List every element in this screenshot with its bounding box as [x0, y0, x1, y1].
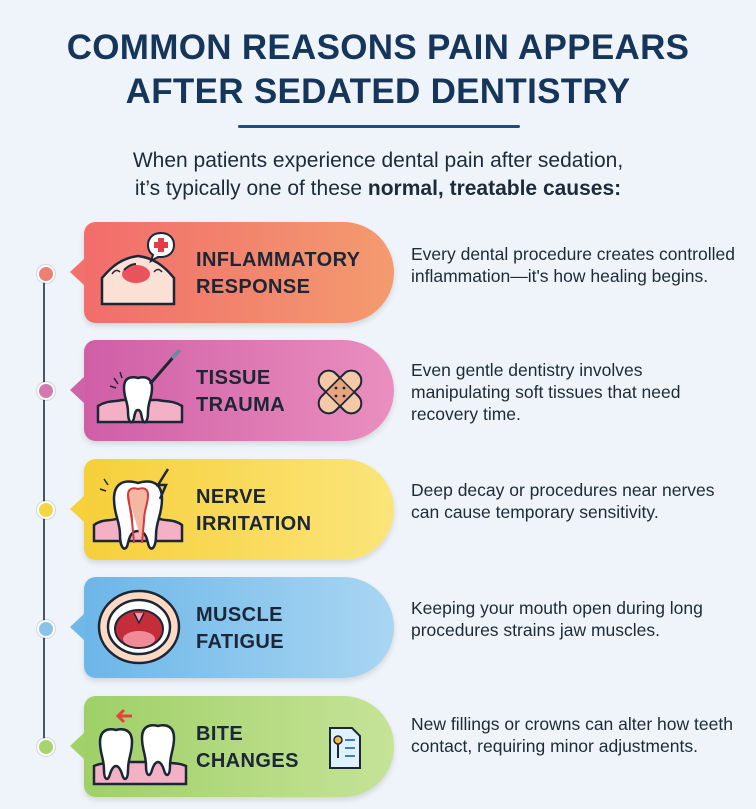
cause-card-tissue: TISSUE TRAUMA: [70, 340, 394, 441]
cause-label-line-2: IRRITATION: [196, 513, 312, 535]
intro-line-2-prefix: it’s typically one of these: [134, 177, 368, 200]
cause-label: INFLAMMATORY RESPONSE: [196, 247, 360, 301]
teeth-bite-arrow-icon: [92, 708, 188, 786]
intro-text: When patients experience dental pain aft…: [0, 147, 756, 203]
intro-line-2: it’s typically one of these normal, trea…: [0, 175, 756, 203]
card-pointer: [70, 732, 85, 760]
page-title: COMMON REASONS PAIN APPEARS AFTER SEDATE…: [0, 26, 756, 114]
tooth-with-probe-icon: [96, 348, 184, 424]
cause-description-inflammatory: Every dental procedure creates controlle…: [411, 244, 735, 286]
title-line-2: AFTER SEDATED DENTISTRY: [125, 72, 631, 111]
intro-line-1: When patients experience dental pain aft…: [132, 149, 624, 172]
intro-line-2-bold: normal, treatable causes:: [367, 177, 622, 200]
timeline-dot-tissue: [37, 382, 55, 400]
timeline-dot-inflammatory: [37, 265, 55, 283]
cause-label-line-1: INFLAMMATORY: [196, 249, 361, 271]
cause-description-nerve: Deep decay or procedures near nerves can…: [411, 480, 715, 522]
open-mouth-icon: [97, 589, 181, 665]
cause-card-nerve: NERVE IRRITATION: [70, 459, 394, 560]
cause-label-line-2: RESPONSE: [196, 276, 311, 298]
card-pointer: [70, 613, 85, 641]
cause-description-bite: New fillings or crowns can alter how tee…: [411, 714, 733, 756]
timeline-dot-nerve: [37, 501, 55, 519]
document-checklist-icon: [329, 727, 361, 769]
bandage-icon: [317, 369, 363, 415]
cause-card-inflammatory: INFLAMMATORY RESPONSE: [70, 222, 394, 323]
cause-label-line-2: FATIGUE: [196, 631, 284, 653]
cause-label: MUSCLE FATIGUE: [196, 602, 284, 656]
card-pointer: [70, 495, 85, 523]
cause-card-bite: BITE CHANGES: [70, 696, 394, 797]
title-line-1: COMMON REASONS PAIN APPEARS: [66, 28, 690, 67]
cause-label-line-2: CHANGES: [196, 750, 299, 772]
medical-cross-badge-icon: [146, 231, 176, 264]
card-pointer: [70, 258, 85, 286]
cause-label-line-2: TRAUMA: [196, 394, 286, 416]
timeline-dot-bite: [37, 738, 55, 756]
tooth-nerve-lightning-icon: [92, 468, 184, 550]
cause-label-line-1: BITE: [196, 723, 244, 745]
cause-label-line-1: TISSUE: [196, 367, 271, 389]
cause-label: TISSUE TRAUMA: [196, 365, 285, 419]
inflamed-gum-icon: [100, 254, 176, 306]
cause-label: BITE CHANGES: [196, 721, 299, 775]
title-divider: [238, 125, 520, 128]
cause-card-muscle: MUSCLE FATIGUE: [70, 577, 394, 678]
cause-label-line-1: MUSCLE: [196, 604, 283, 626]
cause-description-muscle: Keeping your mouth open during long proc…: [411, 598, 703, 640]
timeline-dot-muscle: [37, 620, 55, 638]
cause-label: NERVE IRRITATION: [196, 484, 311, 538]
cause-description-tissue: Even gentle dentistry involves manipulat…: [411, 360, 681, 424]
cause-label-line-1: NERVE: [196, 486, 267, 508]
card-pointer: [70, 376, 85, 404]
